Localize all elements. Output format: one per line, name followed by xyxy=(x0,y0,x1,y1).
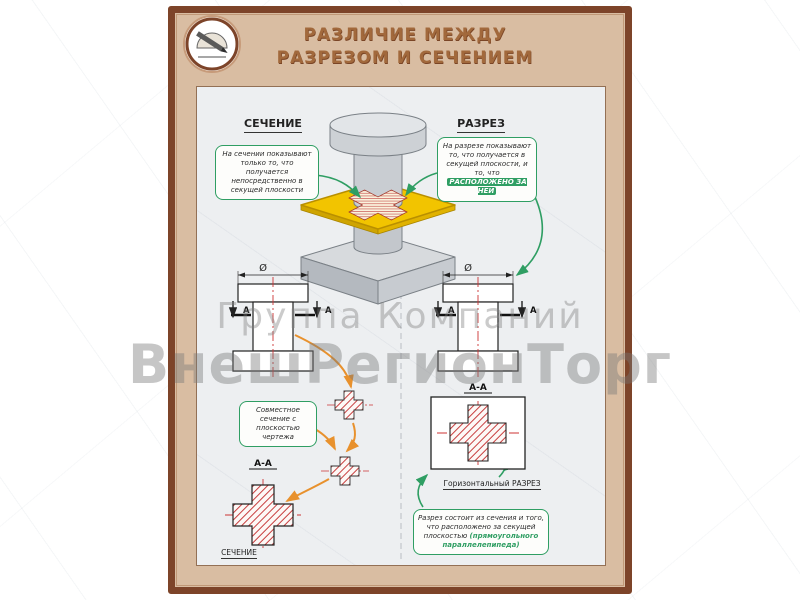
diameter-label-left: Ø xyxy=(259,262,267,274)
cut-plane-cross xyxy=(348,189,408,221)
small-cross-section-2 xyxy=(330,456,360,486)
flow-arrows-orange xyxy=(285,334,360,503)
callout-combined-section: Совместное сечение с плоскостью чертежа xyxy=(239,401,317,448)
left-view: Ø А А xyxy=(228,262,332,377)
drafting-tools-icon xyxy=(183,15,241,73)
section-letter: А xyxy=(243,306,250,316)
technical-drawing: Ø А А Ø xyxy=(225,112,543,561)
sechenie-views: А-А xyxy=(225,334,373,551)
content-area: Ø А А Ø xyxy=(196,86,606,566)
razrez-cross-section xyxy=(449,404,507,462)
right-view: Ø А А xyxy=(433,262,537,377)
callout-razrez: На разрезе показывают то, что получается… xyxy=(437,137,537,202)
callout-razrez-composition: Разрез состоит из сечения и того, что ра… xyxy=(413,509,549,556)
logo xyxy=(182,14,242,74)
page-title: РАЗЛИЧИЕ МЕЖДУ РАЗРЕЗОМ И СЕЧЕНИЕМ xyxy=(240,24,570,70)
title-line-1: РАЗЛИЧИЕ МЕЖДУ xyxy=(303,25,507,45)
caption-gorizontalny-razrez: Горизонтальный РАЗРЕЗ xyxy=(443,479,541,490)
isometric-model xyxy=(300,112,456,305)
sechenie-cross-section xyxy=(232,484,294,546)
razrez-view: А-А xyxy=(430,383,526,470)
diameter-label-right: Ø xyxy=(464,262,472,274)
callout-sechenie-text: На сечении показывают только то, что пол… xyxy=(222,150,312,195)
title-line-2: РАЗРЕЗОМ И СЕЧЕНИЕМ xyxy=(276,48,534,68)
callout-razrez-text: На разрезе показывают то, что получается… xyxy=(442,142,532,178)
caption-sechenie: СЕЧЕНИЕ xyxy=(221,548,257,559)
section-letter: А xyxy=(530,306,537,316)
heading-sechenie: СЕЧЕНИЕ xyxy=(225,117,321,133)
heading-razrez: РАЗРЕЗ xyxy=(433,117,529,133)
callout-razrez-composition-accent: (прямоугольного параллелепипеда) xyxy=(442,532,539,550)
razrez-view-label: А-А xyxy=(469,383,487,393)
callout-razrez-highlight: РАСПОЛОЖЕНО ЗА НЕЙ xyxy=(447,178,527,196)
callout-razrez-composition-text: Разрез состоит из сечения и того, что ра… xyxy=(417,514,545,541)
callout-sechenie: На сечении показывают только то, что пол… xyxy=(215,145,319,201)
callout-combined-text: Совместное сечение с плоскостью чертежа xyxy=(256,406,300,442)
section-letter: А xyxy=(325,306,332,316)
small-cross-section-1 xyxy=(334,390,364,420)
section-letter: А xyxy=(448,306,455,316)
sechenie-view-label: А-А xyxy=(254,459,272,469)
